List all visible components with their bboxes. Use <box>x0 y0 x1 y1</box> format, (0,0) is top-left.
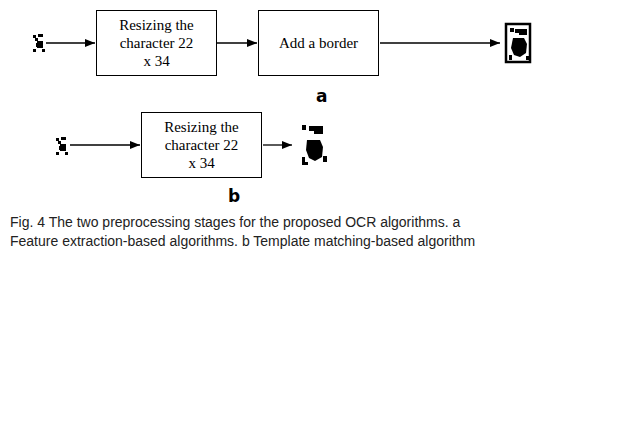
box-text: Resizing the character 22 x 34 <box>162 118 242 172</box>
arrow <box>263 144 292 145</box>
arrow <box>46 42 95 43</box>
box-text: Add a border <box>269 34 369 52</box>
resized-character <box>302 125 327 165</box>
figure-caption: Fig. 4 The two preprocessing stages for … <box>10 213 480 251</box>
panel-label: a <box>316 86 327 106</box>
input-character <box>33 34 45 52</box>
process-box: Add a border <box>258 10 379 76</box>
arrow <box>70 144 140 145</box>
input-character <box>56 137 68 155</box>
process-box: Resizing the character 22 x 34 <box>141 112 262 178</box>
process-box: Resizing the character 22 x 34 <box>96 10 217 76</box>
arrow <box>380 42 500 43</box>
box-text: Resizing the character 22 x 34 <box>117 16 197 70</box>
panel-label: b <box>228 186 240 206</box>
bordered-character <box>506 24 530 62</box>
flow-arrow <box>217 42 257 43</box>
